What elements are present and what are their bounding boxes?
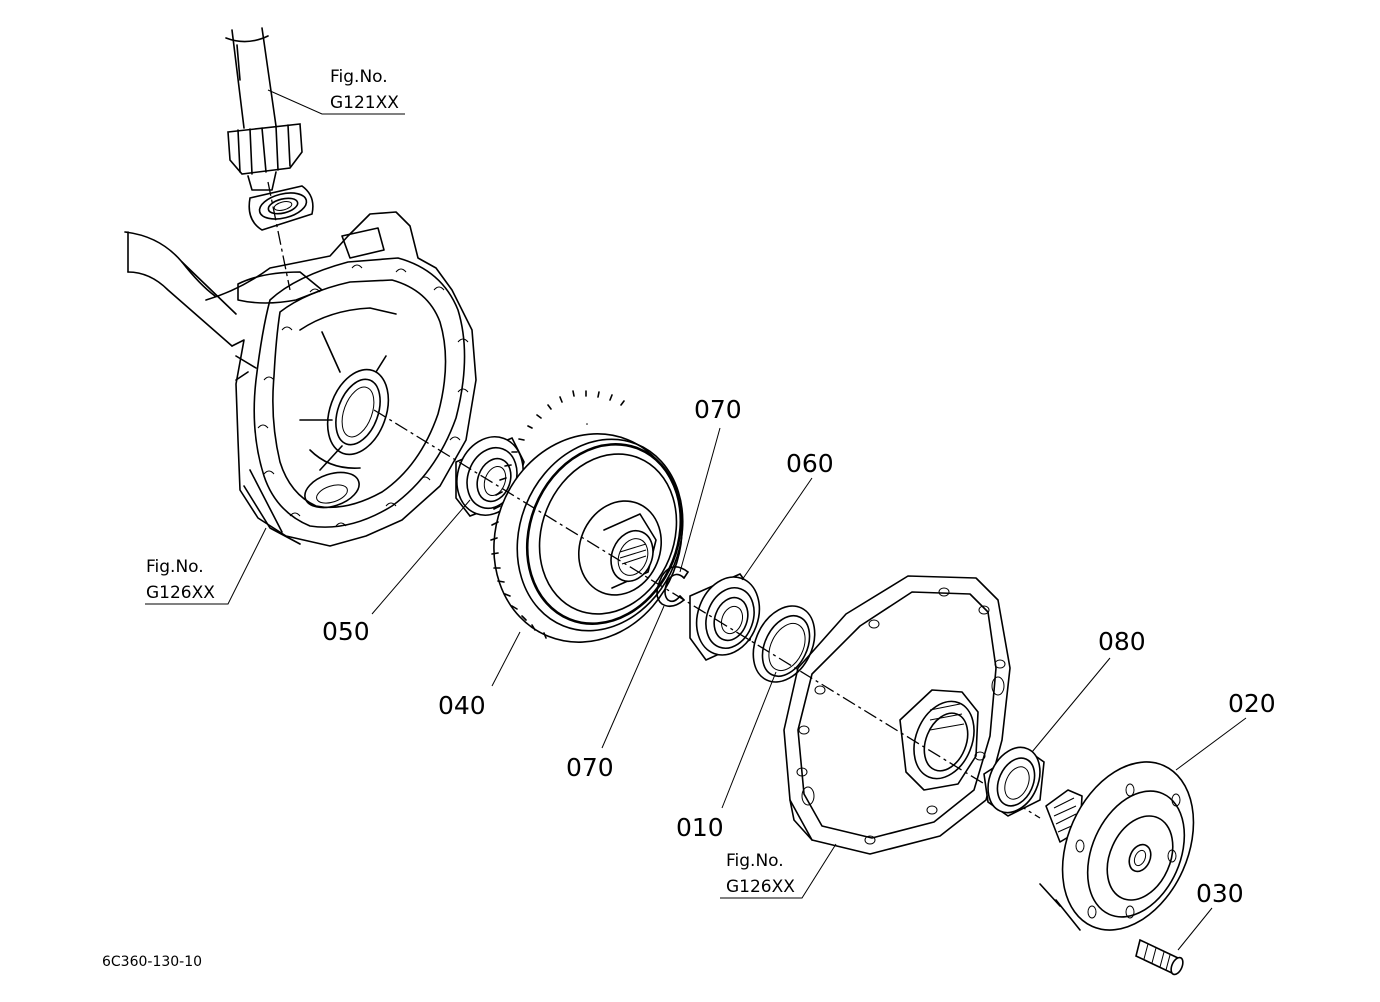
figure-ref-line2: G121XX	[330, 93, 399, 113]
leader-lines	[145, 89, 1247, 951]
upper-shaft	[225, 27, 277, 129]
ring-gear-040	[490, 390, 684, 643]
figure-ref-line1: Fig.No.	[330, 67, 388, 87]
bevel-pinion	[227, 123, 303, 191]
part-label-050: 050	[322, 617, 370, 646]
hub-stud-holes	[1075, 783, 1181, 919]
collar-010	[752, 605, 816, 683]
part-label-070-top: 070	[694, 395, 742, 424]
figure-ref-g121: Fig.No. G121XX	[330, 67, 399, 113]
figure-ref-g126-bottom: Fig.No. G126XX	[726, 851, 795, 897]
figure-ref-g126-left: Fig.No. G126XX	[146, 557, 215, 603]
part-label-010: 010	[676, 813, 724, 842]
cover-plate	[783, 575, 1011, 855]
part-label-020: 020	[1228, 689, 1276, 718]
housing-bolt-holes	[257, 264, 469, 527]
part-label-060: 060	[786, 449, 834, 478]
figure-ref-line2: G126XX	[726, 877, 795, 897]
part-label-070-bottom: 070	[566, 753, 614, 782]
figure-ref-line2: G126XX	[146, 583, 215, 603]
axis-line-main	[373, 409, 1041, 819]
part-label-080: 080	[1098, 627, 1146, 656]
hub-flange-020	[1039, 761, 1195, 931]
oil-seal-080	[983, 746, 1045, 817]
snap-ring-070	[656, 566, 689, 608]
bearing-060	[689, 573, 761, 661]
stud-bolt-030	[1135, 938, 1184, 976]
upper-bearing	[248, 185, 314, 231]
axle-housing	[124, 211, 477, 547]
gear-teeth	[490, 390, 625, 639]
drawing-code: 6C360-130-10	[102, 954, 202, 970]
part-label-040: 040	[438, 691, 486, 720]
figure-ref-line1: Fig.No.	[146, 557, 204, 577]
axis-line-vertical	[267, 181, 291, 291]
part-label-030: 030	[1196, 879, 1244, 908]
cover-bolt-holes	[796, 587, 1006, 845]
figure-ref-line1: Fig.No.	[726, 851, 784, 871]
